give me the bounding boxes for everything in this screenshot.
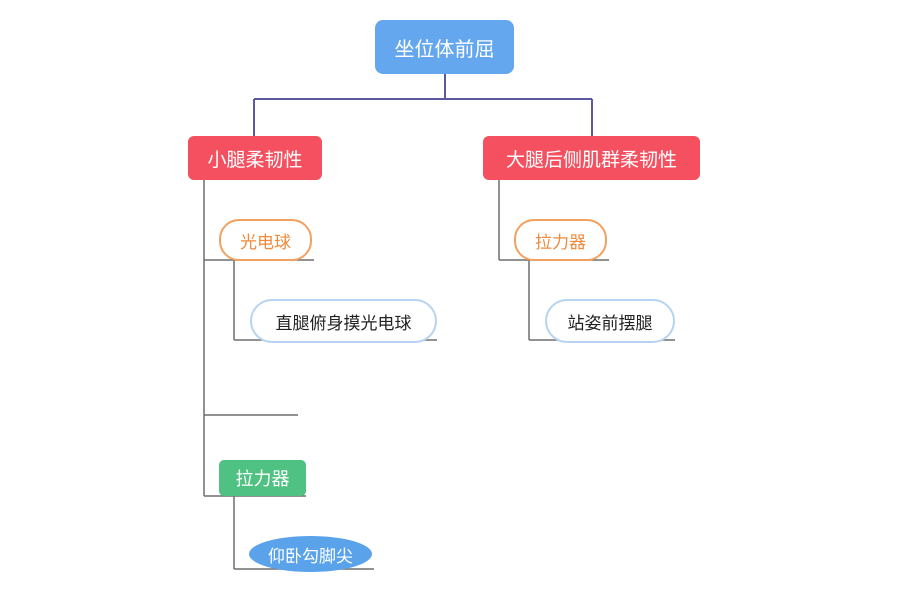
leaf-supine-toe-hook[interactable]: 仰卧勾脚尖	[249, 536, 372, 572]
node-tension-device-left[interactable]: 拉力器	[219, 460, 306, 496]
node-photoelectric-ball[interactable]: 光电球	[219, 219, 312, 261]
root-node[interactable]: 坐位体前屈	[375, 20, 514, 74]
node-tension-device-right[interactable]: 拉力器	[514, 219, 607, 261]
branch-node-hamstring-flexibility[interactable]: 大腿后侧肌群柔韧性	[483, 136, 700, 180]
branch-node-calf-flexibility[interactable]: 小腿柔韧性	[188, 136, 322, 180]
leaf-straight-leg-touch-ball[interactable]: 直腿俯身摸光电球	[250, 299, 437, 343]
leaf-standing-leg-swing[interactable]: 站姿前摆腿	[545, 299, 675, 343]
root-connectors	[253, 74, 593, 136]
